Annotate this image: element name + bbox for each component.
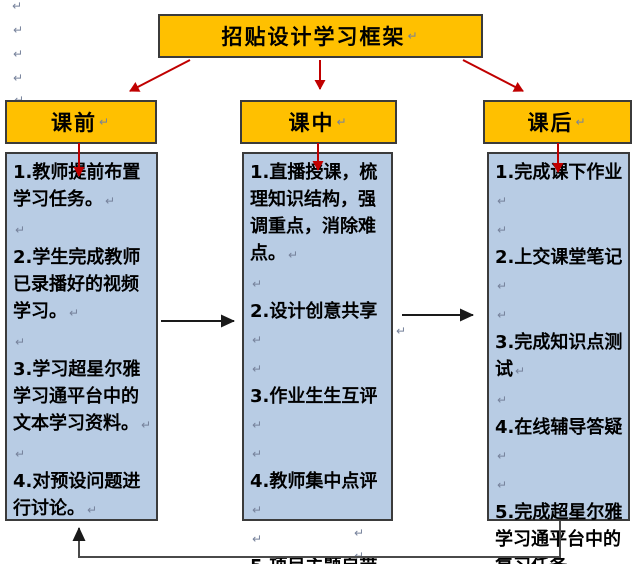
paragraph-mark: ↵	[585, 561, 597, 564]
paragraph-mark: ↵	[575, 115, 588, 129]
list-item: 1.完成课下作业↵	[495, 162, 623, 208]
paragraph-mark: ↵	[497, 279, 508, 293]
paragraph-mark: ↵	[515, 364, 526, 378]
paragraph-mark: ↵	[497, 449, 508, 463]
list-item: 2.学生完成教师 已录播好的视频 学习。↵	[13, 247, 141, 322]
list-item: 5.项目主题自带 思政元素↵	[250, 553, 389, 564]
paragraph-mark: ↵	[13, 71, 24, 85]
title-box: 招贴设计学习框架↵	[158, 14, 483, 58]
column-header-label: 课后	[527, 111, 574, 135]
paragraph-mark: ↵	[497, 393, 508, 407]
blank-line: ↵	[13, 439, 154, 468]
paragraph-mark: ↵	[15, 447, 26, 461]
paragraph-mark: ↵	[396, 324, 407, 338]
paragraph-mark: ↵	[252, 333, 263, 347]
paragraph-mark: ↵	[15, 335, 26, 349]
list-item: 3.完成知识点测 试↵	[495, 332, 623, 380]
paragraph-mark: ↵	[252, 418, 263, 432]
paragraph-mark: ↵	[87, 503, 98, 517]
blank-line: ↵	[250, 524, 389, 553]
blank-line: ↵	[250, 354, 389, 383]
paragraph-mark: ↵	[69, 306, 80, 320]
list-item: 1.直播授课，梳 理知识结构，强 调重点，消除难 点。↵	[250, 162, 378, 264]
paragraph-mark: ↵	[288, 248, 299, 262]
paragraph-mark: ↵	[252, 532, 263, 546]
paragraph-mark: ↵	[497, 308, 508, 322]
blank-line: ↵	[13, 327, 154, 356]
blank-line: ↵	[250, 439, 389, 468]
paragraph-mark: ↵	[497, 194, 508, 208]
list-item: 3.学习超星尔雅 学习通平台中的 文本学习资料。↵	[13, 359, 152, 434]
paragraph-mark: ↵	[98, 115, 112, 129]
list-item: 2.上交课堂笔记↵	[495, 247, 623, 293]
paragraph-mark: ↵	[12, 0, 23, 13]
column-header-after-class: 课后↵	[483, 100, 632, 144]
column-header-before-class: 课前↵	[5, 100, 157, 144]
column-header-label: 课中	[288, 111, 335, 135]
paragraph-mark: ↵	[13, 47, 24, 61]
paragraph-mark: ↵	[336, 115, 349, 129]
list-item: 1.教师提前布置 学习任务。↵	[13, 162, 141, 210]
paragraph-mark: ↵	[13, 23, 24, 37]
column-header-label: 课前	[50, 111, 97, 135]
blank-line: ↵	[495, 470, 626, 499]
column-body-before-class: 1.教师提前布置 学习任务。↵ ↵ 2.学生完成教师 已录播好的视频 学习。↵ …	[5, 152, 158, 521]
diagram-title: 招贴设计学习框架	[221, 25, 406, 49]
blank-line: ↵	[13, 215, 154, 244]
paragraph-mark: ↵	[407, 29, 420, 43]
paragraph-mark: ↵	[105, 194, 116, 208]
paragraph-mark: ↵	[252, 503, 263, 517]
list-item: 4.对预设问题进 行讨论。↵	[13, 471, 141, 519]
paragraph-mark: ↵	[252, 277, 263, 291]
paragraph-mark: ↵	[15, 223, 26, 237]
paragraph-mark: ↵	[497, 223, 508, 237]
column-header-during-class: 课中↵	[240, 100, 397, 144]
list-item: 4.在线辅导答疑↵	[495, 417, 623, 463]
list-item: 4.教师集中点评↵	[250, 471, 378, 517]
blank-line: ↵	[495, 385, 626, 414]
arrow-title-to-before	[129, 59, 191, 92]
list-item: 3.作业生生互评↵	[250, 386, 378, 432]
list-item: 2.设计创意共享↵	[250, 301, 378, 347]
column-body-after-class: 1.完成课下作业↵ ↵ 2.上交课堂笔记↵ ↵ 3.完成知识点测 试↵ ↵ 4.…	[487, 152, 630, 564]
paragraph-mark: ↵	[497, 478, 508, 492]
blank-line: ↵	[250, 269, 389, 298]
blank-line: ↵	[495, 300, 626, 329]
list-item: 5.完成超星尔雅 学习通平台中的 复习任务。↵	[495, 499, 626, 564]
blank-line: ↵	[495, 215, 626, 244]
paragraph-mark: ↵	[252, 447, 263, 461]
arrow-title-to-after	[462, 59, 524, 92]
column-body-during-class: 1.直播授课，梳 理知识结构，强 调重点，消除难 点。↵ ↵ 2.设计创意共享↵…	[242, 152, 393, 564]
paragraph-mark: ↵	[141, 418, 152, 432]
paragraph-mark: ↵	[252, 362, 263, 376]
